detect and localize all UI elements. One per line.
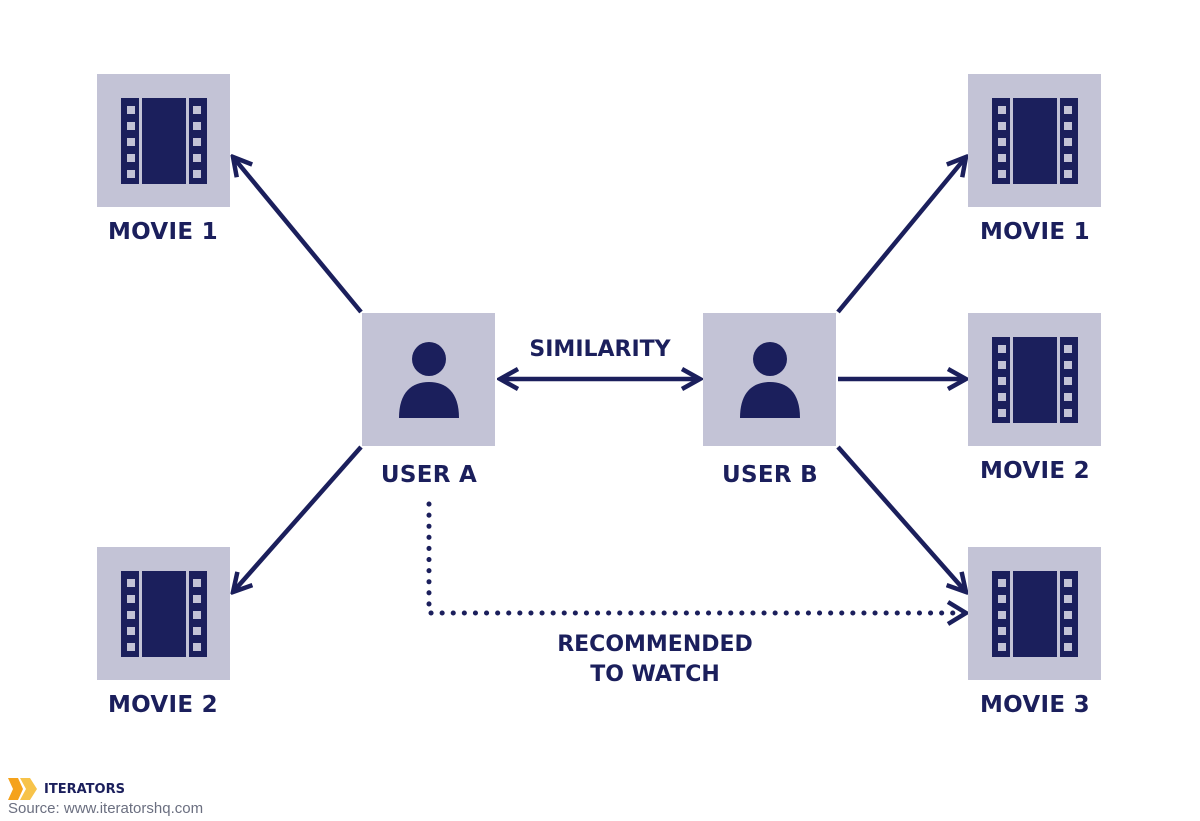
- brand-name: ITERATORS: [44, 781, 125, 797]
- recommended-label-line2: TO WATCH: [590, 662, 720, 687]
- film-strip-icon: [991, 336, 1078, 423]
- user-a-node: [362, 313, 495, 446]
- iterators-logo-icon: [8, 778, 37, 800]
- user-b-label: USER B: [721, 462, 818, 488]
- movie-3-label-right: MOVIE 3: [979, 692, 1090, 718]
- film-strip-icon: [991, 570, 1078, 657]
- movie-1-node-right: [968, 74, 1101, 207]
- brand: ITERATORS: [8, 778, 125, 800]
- user-icon: [398, 341, 459, 418]
- movie-2-label-right: MOVIE 2: [979, 458, 1090, 484]
- recommended-label: RECOMMENDED TO WATCH: [520, 630, 790, 690]
- similarity-label: SIMILARITY: [529, 337, 671, 362]
- user-b-node: [703, 313, 836, 446]
- movie-2-label-left: MOVIE 2: [107, 692, 218, 718]
- film-strip-icon: [991, 97, 1078, 184]
- recommended-label-line1: RECOMMENDED: [557, 632, 753, 657]
- movie-1-label-left: MOVIE 1: [107, 219, 218, 245]
- movie-2-node-right: [968, 313, 1101, 446]
- user-a-label: USER A: [380, 462, 478, 488]
- edge-recommended-dotted: [426, 501, 967, 616]
- film-strip-icon: [120, 97, 207, 184]
- edge-user-b-to-movie3: [836, 445, 966, 592]
- edge-user-a-to-movie2: [233, 445, 363, 592]
- edge-user-a-to-movie1: [233, 157, 363, 314]
- movie-3-node-right: [968, 547, 1101, 680]
- source-credit: Source: www.iteratorshq.com: [8, 800, 204, 817]
- movie-1-node-left: [97, 74, 230, 207]
- dotted-arrowhead: [946, 600, 971, 626]
- user-icon: [739, 341, 800, 418]
- edge-user-b-to-movie1: [836, 157, 966, 314]
- movie-2-node-left: [97, 547, 230, 680]
- movie-1-label-right: MOVIE 1: [979, 219, 1090, 245]
- film-strip-icon: [120, 570, 207, 657]
